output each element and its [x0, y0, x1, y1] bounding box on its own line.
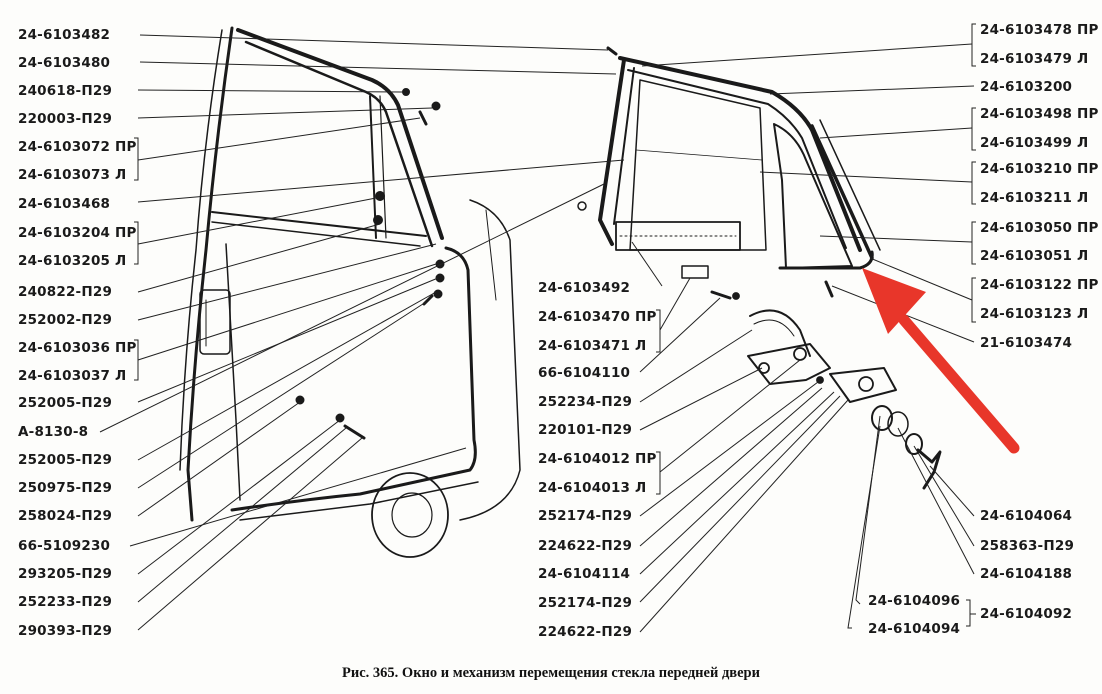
part-label: 224622-П29	[538, 538, 633, 554]
door-assembly-drawing	[179, 26, 521, 558]
part-label: 24-6103499 Л	[980, 135, 1089, 151]
part-label: 240822-П29	[18, 284, 113, 300]
part-label: 24-6103072 ПР	[18, 139, 137, 155]
part-label: 24-6104012 ПР	[538, 451, 657, 467]
part-label: 220003-П29	[18, 111, 113, 127]
part-label: 252234-П29	[538, 394, 633, 410]
part-label: 24-6103123 Л	[980, 306, 1089, 322]
part-label: 24-6103200	[980, 79, 1073, 95]
part-label: 258024-П29	[18, 508, 113, 524]
part-label: 24-6103478 ПР	[980, 22, 1099, 38]
part-label: 252233-П29	[18, 594, 113, 610]
part-label: 24-6104188	[980, 566, 1073, 582]
part-label: 24-6103482	[18, 27, 111, 43]
part-label: 24-6104092	[980, 606, 1073, 622]
part-label: 290393-П29	[18, 623, 113, 639]
part-label: 252002-П29	[18, 312, 113, 328]
highlight-arrow	[862, 268, 1020, 454]
part-label: 24-6103205 Л	[18, 253, 127, 269]
part-label: 24-6103036 ПР	[18, 340, 137, 356]
part-label: 24-6103037 Л	[18, 368, 127, 384]
part-label: 293205-П29	[18, 566, 113, 582]
part-label: 250975-П29	[18, 480, 113, 496]
part-label: 252005-П29	[18, 452, 113, 468]
part-label: 24-6103468	[18, 196, 111, 212]
part-label: 24-6103471 Л	[538, 338, 647, 354]
part-label: А-8130-8	[18, 424, 89, 440]
part-label: 224622-П29	[538, 624, 633, 640]
part-label: 21-6103474	[980, 335, 1073, 351]
part-label: 252005-П29	[18, 395, 113, 411]
part-label: 24-6104114	[538, 566, 631, 582]
part-label: 240618-П29	[18, 83, 113, 99]
window-regulator-drawing	[710, 290, 942, 490]
part-label: 24-6103211 Л	[980, 190, 1089, 206]
part-label: 24-6103050 ПР	[980, 220, 1099, 236]
part-label: 220101-П29	[538, 422, 633, 438]
part-label: 24-6103492	[538, 280, 631, 296]
part-label: 24-6104096	[868, 593, 961, 609]
part-label: 24-6103479 Л	[980, 51, 1089, 67]
figure-caption: Рис. 365. Окно и механизм перемещения ст…	[342, 665, 760, 681]
window-glass-drawing	[577, 46, 881, 298]
part-label: 258363-П29	[980, 538, 1075, 554]
part-label: 24-6104013 Л	[538, 480, 647, 496]
part-label: 24-6103204 ПР	[18, 225, 137, 241]
part-label: 66-5109230	[18, 538, 111, 554]
part-label: 24-6103051 Л	[980, 248, 1089, 264]
leader-lines	[99, 23, 976, 633]
part-label: 24-6103073 Л	[18, 167, 127, 183]
part-label: 24-6103122 ПР	[980, 277, 1099, 293]
part-label: 24-6104064	[980, 508, 1073, 524]
part-label: 24-6104094	[868, 621, 961, 637]
part-label: 24-6103498 ПР	[980, 106, 1099, 122]
part-label: 24-6103480	[18, 55, 111, 71]
part-label: 66-6104110	[538, 365, 631, 381]
part-label: 24-6103210 ПР	[980, 161, 1099, 177]
part-label: 252174-П29	[538, 595, 633, 611]
part-label: 24-6103470 ПР	[538, 309, 657, 325]
part-label: 252174-П29	[538, 508, 633, 524]
